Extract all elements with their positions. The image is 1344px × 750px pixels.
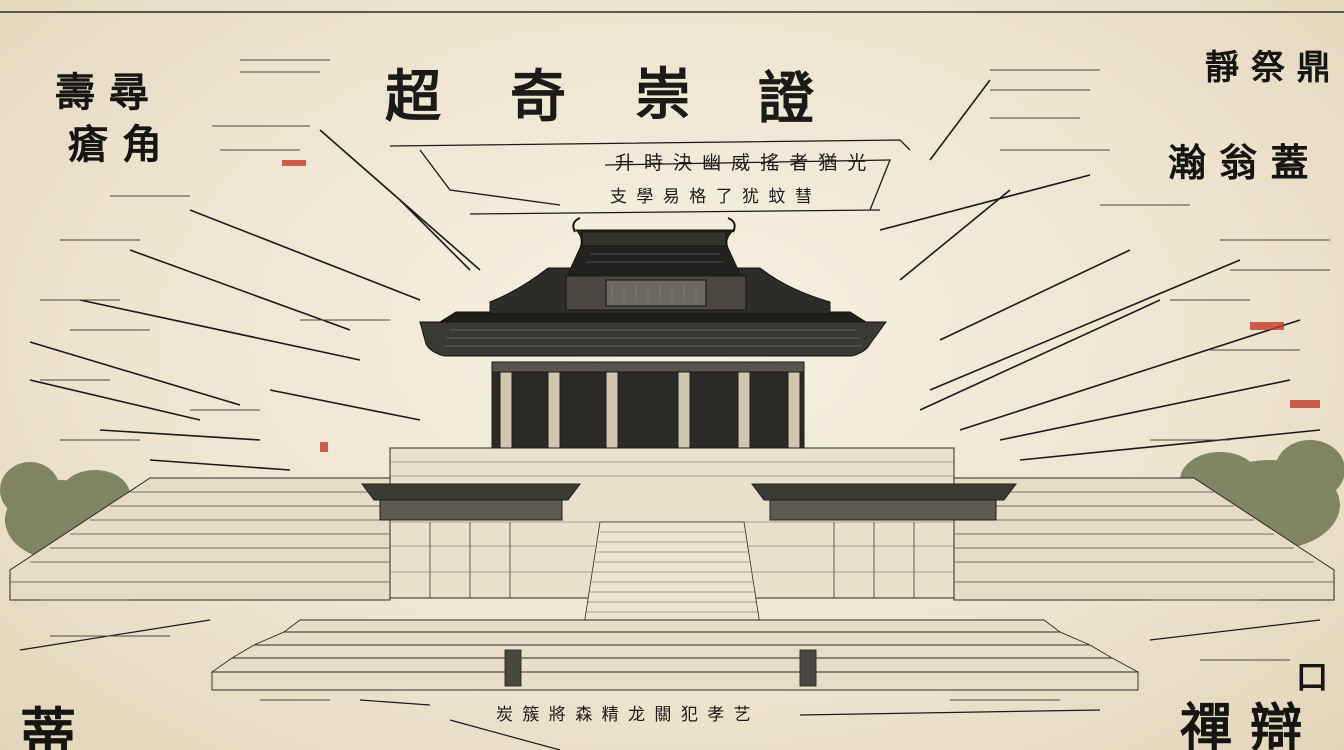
top-roof xyxy=(567,217,741,275)
calligraphy-bottom-right: 禪 辯 xyxy=(1180,698,1303,750)
side-pavilions xyxy=(361,483,1017,521)
calligraphy-top-left-1: 壽 尋 xyxy=(55,69,149,116)
central-stairs xyxy=(583,521,761,626)
leader-lines-right xyxy=(879,79,1321,461)
main-hall xyxy=(491,361,805,449)
annotation-marks xyxy=(40,59,1330,701)
calligraphy-bottom-right-small: 口 xyxy=(1296,658,1329,696)
upper-roof xyxy=(489,267,831,315)
calligraphy-top-right-1: 靜 祭 鼎 xyxy=(1205,48,1331,88)
leader-lines-left xyxy=(29,129,481,471)
lower-roof xyxy=(419,311,887,357)
lower-steps xyxy=(210,619,1139,691)
leader-lines-bottom xyxy=(19,619,1321,750)
title-char-2: 奇 xyxy=(510,64,572,130)
subtitle-line-2: 支 學 易 格 了 犹 蚊 彗 xyxy=(610,187,814,207)
subtitle-line-1: 升 時 決 幽 威 搖 者 猶 光 xyxy=(615,152,869,174)
calligraphy-top-left-2: 瘡 角 xyxy=(68,121,162,168)
terraces xyxy=(9,477,1335,601)
calligraphy-top-right-2: 瀚 翁 蓋 xyxy=(1168,140,1309,185)
title-char-1: 超 xyxy=(385,64,447,130)
subtitle-bottom: 炭 簇 將 森 精 龙 關 犯 孝 艺 xyxy=(496,705,753,725)
title-brackets xyxy=(389,139,911,215)
calligraphy-bottom-left: 蒂 xyxy=(20,702,76,750)
title-char-3: 崇 xyxy=(635,62,697,128)
title-char-4: 證 xyxy=(758,66,820,132)
seal-marks xyxy=(282,160,1320,452)
